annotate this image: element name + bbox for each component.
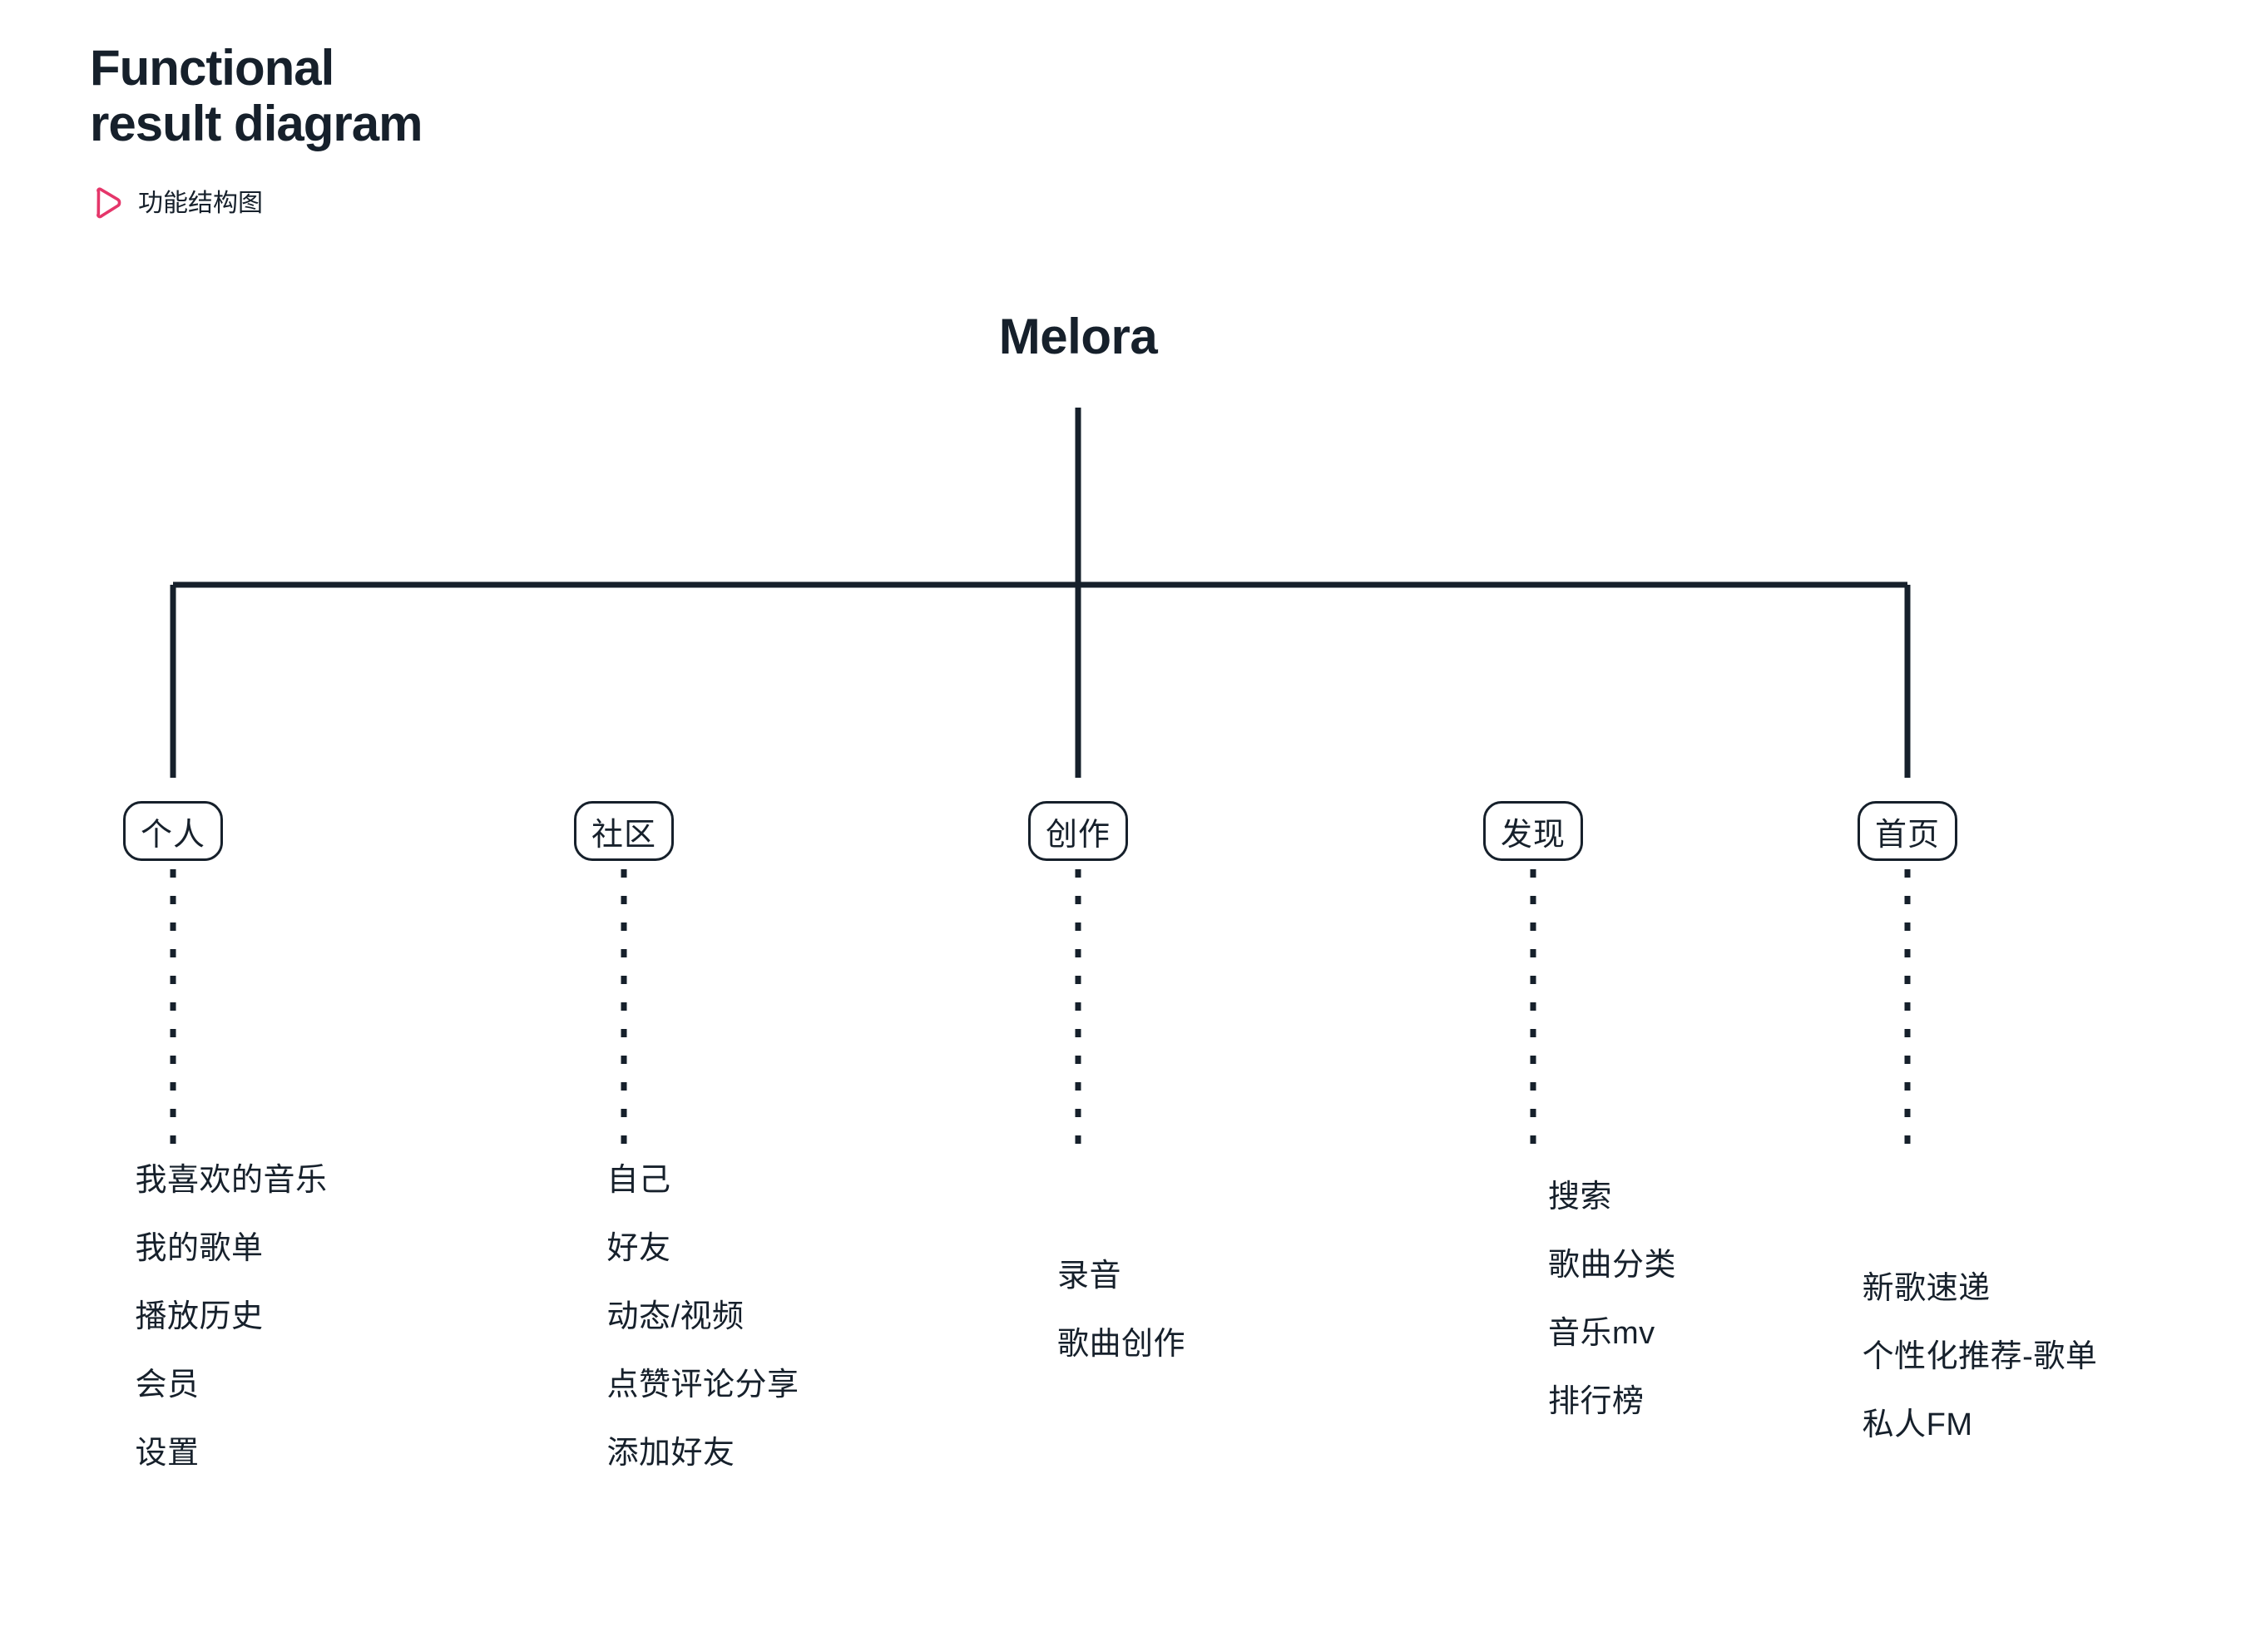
leaf-column-faxian: 搜索 歌曲分类 音乐mv 排行榜 — [1548, 1181, 1676, 1417]
root-node-melora[interactable]: Melora — [998, 309, 1158, 364]
leaf-column-shequ: 自己 好友 动态/视频 点赞评论分享 添加好友 — [606, 1165, 799, 1469]
list-item[interactable]: 音乐mv — [1547, 1316, 1655, 1351]
list-item[interactable]: 我的歌单 — [135, 1231, 264, 1266]
subtitle-label: 功能结构图 — [138, 190, 263, 218]
list-item[interactable]: 会员 — [135, 1368, 200, 1402]
list-item[interactable]: 点赞评论分享 — [606, 1368, 799, 1402]
list-item[interactable]: 歌曲创作 — [1056, 1327, 1186, 1362]
list-item[interactable]: 个性化推荐-歌单 — [1862, 1339, 2098, 1374]
leaf-column-geren: 我喜欢的音乐 我的歌单 播放历史 会员 设置 — [135, 1165, 327, 1469]
branch-node-geren[interactable]: 个人 — [122, 801, 224, 861]
subtitle-row: 功能结构图 — [90, 186, 922, 221]
leaf-column-shouye: 新歌速递 个性化推荐-歌单 私人FM — [1863, 1273, 2098, 1441]
leaf-column-chuangzuo: 录音 歌曲创作 — [1057, 1260, 1185, 1360]
list-item[interactable]: 自己 — [606, 1163, 671, 1198]
list-item[interactable]: 播放历史 — [135, 1299, 264, 1334]
list-item[interactable]: 歌曲分类 — [1547, 1248, 1677, 1283]
list-item[interactable]: 新歌速递 — [1862, 1271, 1991, 1306]
play-triangle-icon — [96, 187, 121, 219]
list-item[interactable]: 搜索 — [1547, 1180, 1613, 1214]
list-item[interactable]: 我喜欢的音乐 — [135, 1163, 328, 1198]
page-title: Functional result diagram — [90, 40, 423, 152]
branch-node-faxian[interactable]: 发现 — [1482, 801, 1584, 861]
list-item[interactable]: 排行榜 — [1547, 1384, 1645, 1419]
branch-node-shouye[interactable]: 首页 — [1857, 801, 1958, 861]
header: Functional result diagram 功能结构图 — [90, 40, 922, 221]
list-item[interactable]: 录音 — [1056, 1259, 1122, 1293]
branch-node-chuangzuo[interactable]: 创作 — [1027, 801, 1129, 861]
list-item[interactable]: 动态/视频 — [606, 1299, 745, 1334]
list-item[interactable]: 添加好友 — [606, 1436, 735, 1471]
list-item[interactable]: 好友 — [606, 1231, 671, 1266]
list-item[interactable]: 设置 — [135, 1436, 200, 1471]
list-item[interactable]: 私人FM — [1862, 1407, 1973, 1442]
branch-node-shequ[interactable]: 社区 — [573, 801, 675, 861]
